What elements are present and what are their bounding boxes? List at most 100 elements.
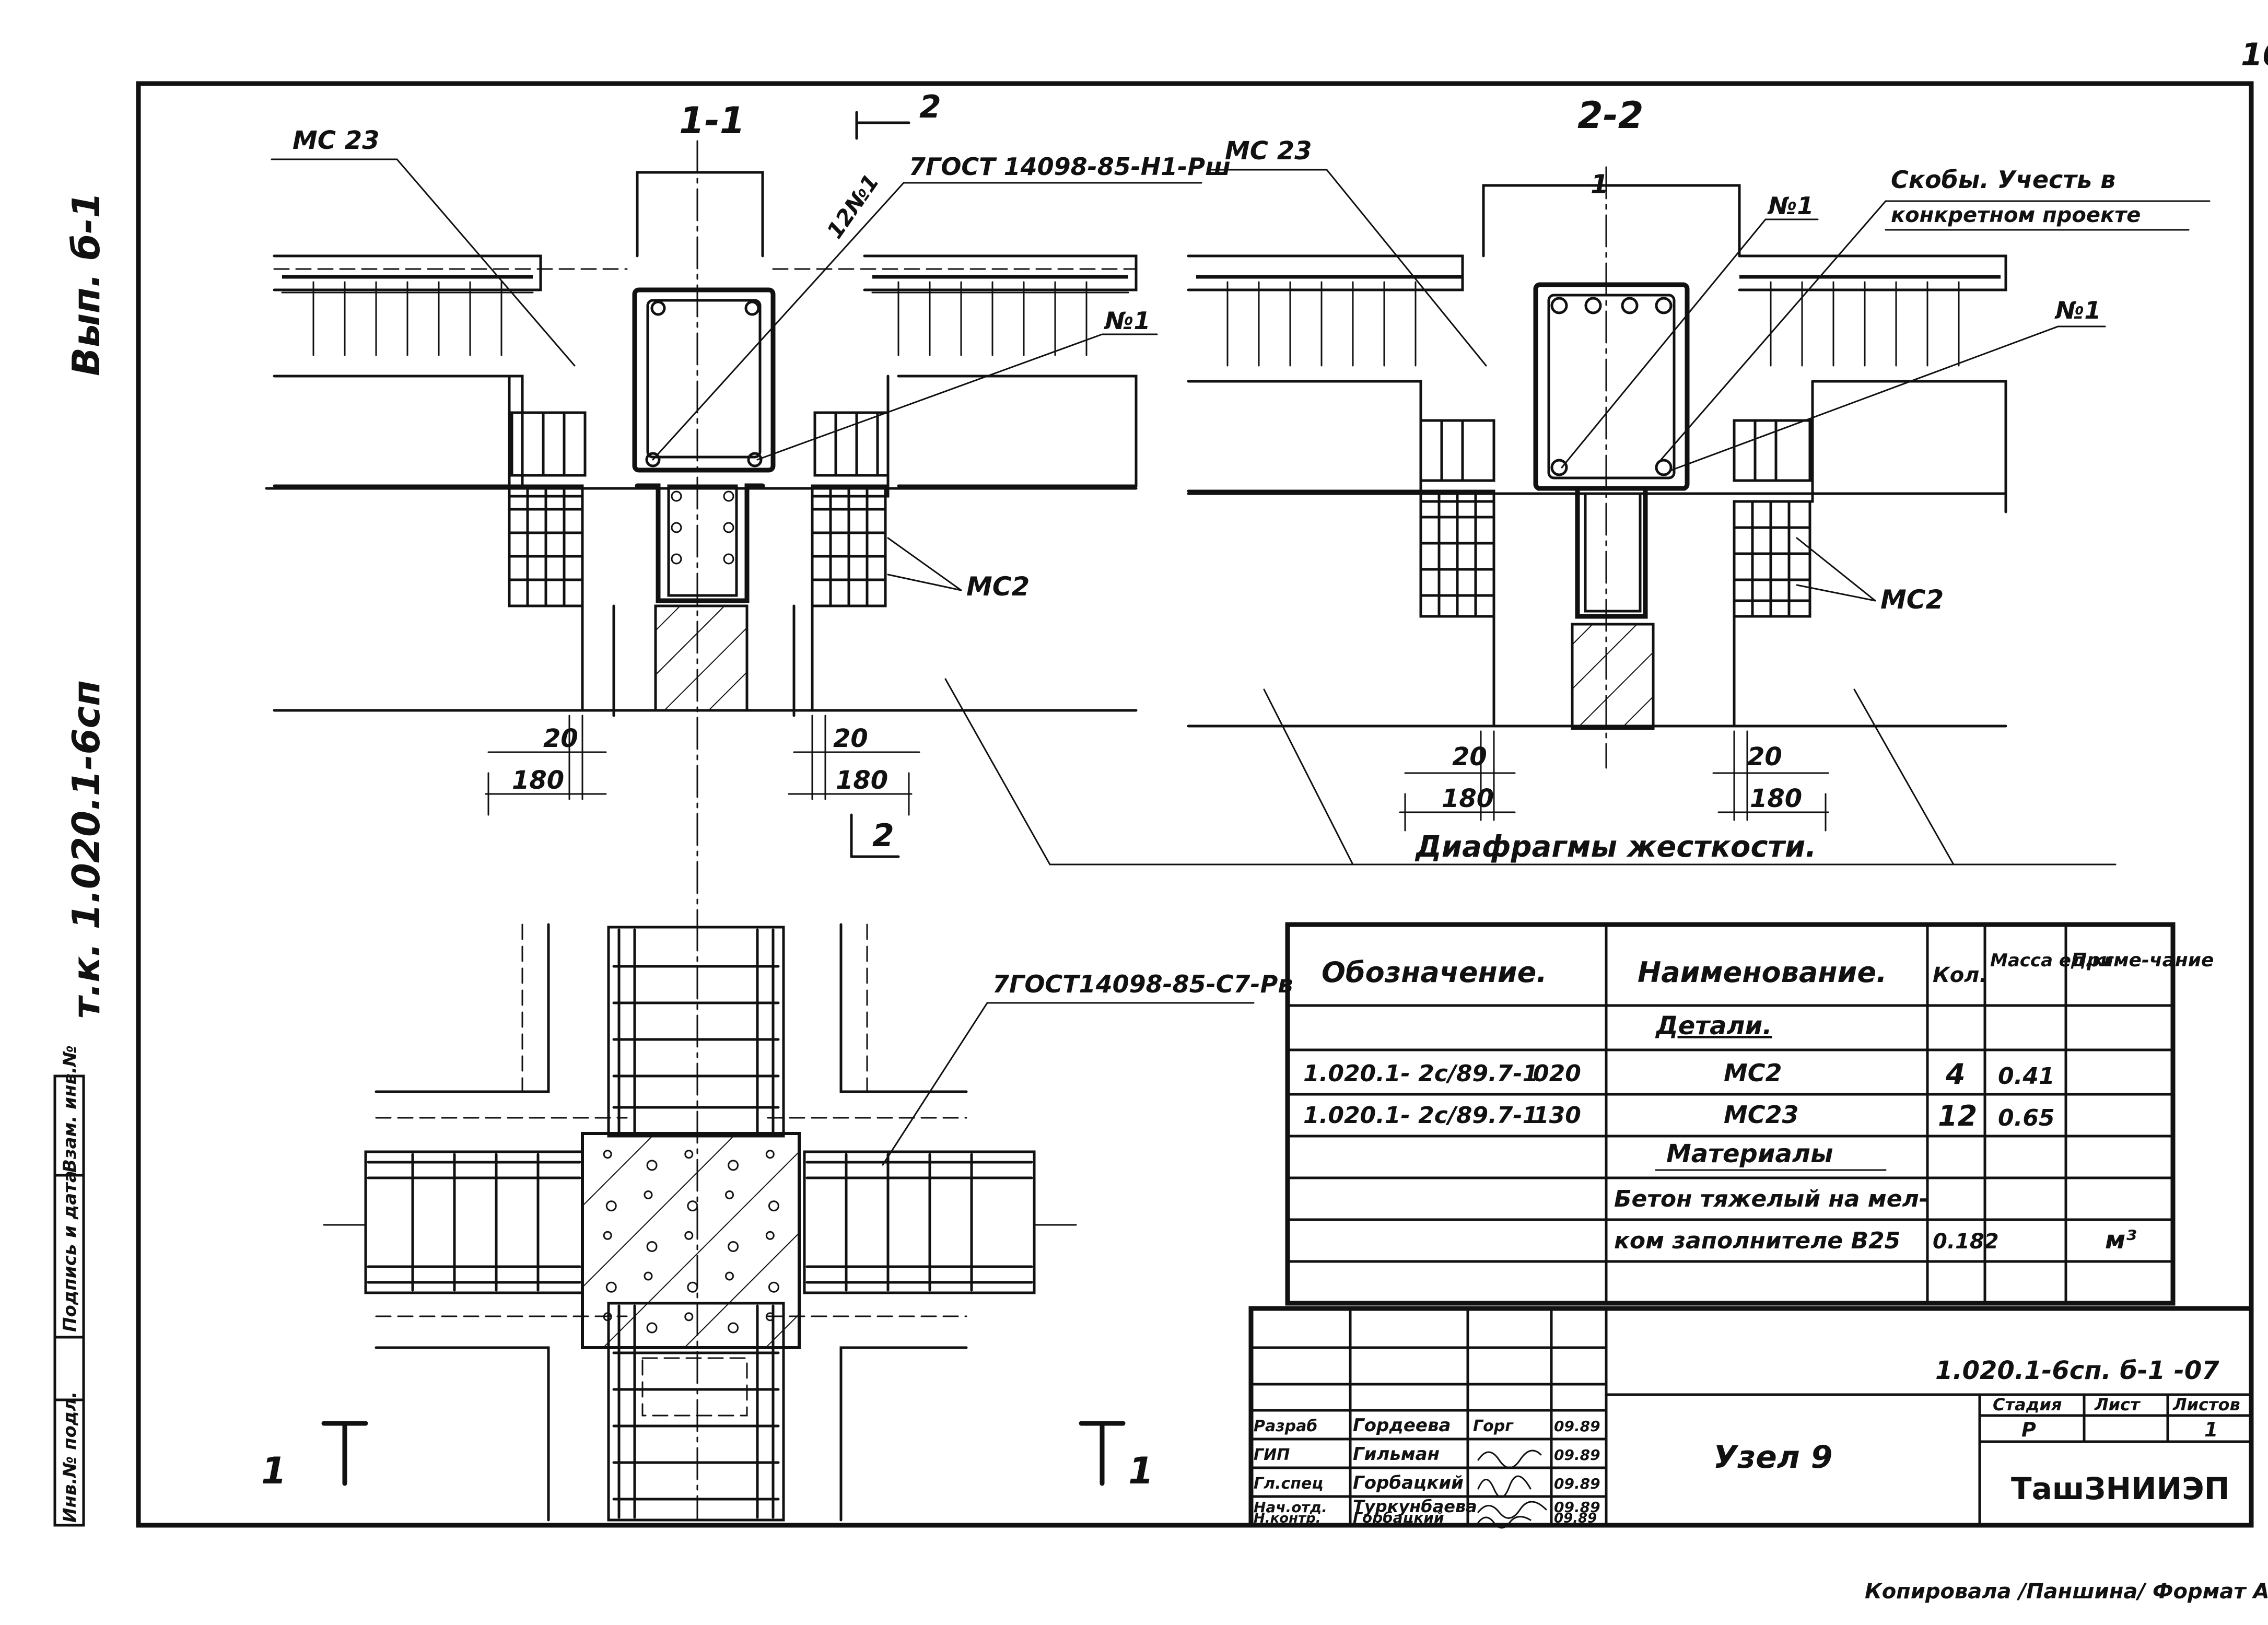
stamp-inv: Инв.№ подл. xyxy=(60,1392,80,1523)
person-4-date: 09.89 xyxy=(1554,1499,1600,1516)
person-1-sign: Горг xyxy=(1473,1417,1514,1435)
callout-mc23-1: МС 23 xyxy=(293,126,380,155)
dim-20-b: 20 xyxy=(833,724,868,753)
dim-180-c: 180 xyxy=(1442,784,1494,813)
person-5-date: 09.89 xyxy=(1554,1511,1597,1526)
callout-12n1: 12№1 xyxy=(822,169,884,243)
callout-gost-1: 7ГОСТ 14098-85-Н1-Рш xyxy=(909,153,1231,181)
stamp-sign: Подпись и дата xyxy=(60,1171,80,1332)
mesh-mc2-right-2 xyxy=(1733,419,1811,618)
person-2-role: ГИП xyxy=(1254,1446,1290,1464)
spec-material-1: Бетон тяжелый на мел- xyxy=(1614,1186,1928,1212)
cut-mark-2-bottom: 2 xyxy=(872,817,894,854)
beam-section-2 xyxy=(1533,282,1690,491)
spec-h-name: Наименование. xyxy=(1638,956,1887,989)
spec-material-unit: м³ xyxy=(2105,1225,2136,1255)
title-name: Узел 9 xyxy=(1713,1439,1832,1476)
spec-r2-name: МС23 xyxy=(1724,1101,1799,1129)
cut-mark-2-top: 2 xyxy=(919,89,941,125)
person-4-role: Нач.отд. xyxy=(1254,1499,1327,1516)
section-1-1: 1-1 2 xyxy=(265,89,1231,931)
dim-20-d: 20 xyxy=(1747,742,1782,771)
spec-material-2: ком заполнителе В25 xyxy=(1614,1227,1900,1254)
callout-n1-1: №1 xyxy=(1104,307,1150,335)
callout-mc2-1: МС2 xyxy=(966,571,1030,602)
spec-r2-pos: 130 xyxy=(1533,1102,1581,1129)
person-1-date: 09.89 xyxy=(1554,1418,1600,1435)
spec-r2-designation: 1.020.1- 2с/89.7-1 xyxy=(1303,1102,1538,1129)
signature-3 xyxy=(1477,1475,1532,1498)
issue-label: Вып. б-1 xyxy=(64,192,108,376)
person-2-date: 09.89 xyxy=(1554,1446,1600,1464)
spec-material-qty: 0.182 xyxy=(1933,1230,1999,1254)
person-1-name: Гордеева xyxy=(1353,1415,1451,1436)
spec-section-details: Детали. xyxy=(1655,1011,1772,1041)
spec-r2-qty: 12 xyxy=(1938,1100,1977,1132)
callout-n1-2a: №1 xyxy=(1767,192,1814,220)
person-5-role: Н.контр. xyxy=(1254,1511,1321,1526)
spec-r1-designation: 1.020.1- 2с/89.7-1 xyxy=(1303,1060,1538,1087)
person-3-name: Горбацкий xyxy=(1353,1472,1464,1493)
dim-20-a: 20 xyxy=(543,724,578,753)
spec-r1-mass: 0.41 xyxy=(1998,1063,2055,1090)
spec-h-mass: Масса ед.кг xyxy=(1990,950,2114,971)
title-stage: Р xyxy=(2021,1418,2036,1441)
signature-4 xyxy=(1477,1501,1547,1519)
side-labels: Вып. б-1 т.к. 1.020.1-6сп Инв.№ подл. По… xyxy=(53,192,108,1527)
callout-n1-2b: №1 xyxy=(2054,296,2101,324)
title-stage-label: Стадия xyxy=(1993,1395,2062,1414)
mesh-mc2-left-2 xyxy=(1419,419,1495,618)
callout-project: конкретном проекте xyxy=(1891,203,2141,227)
signature-2 xyxy=(1477,1449,1542,1469)
footer-text: Копировала /Паншина/ Формат А3 xyxy=(1865,1580,2268,1604)
mesh-mc2-right xyxy=(811,411,890,607)
section-2-2: 2-2 1 xyxy=(1187,94,2211,832)
person-3-role: Гл.спец xyxy=(1254,1475,1324,1493)
person-3-date: 09.89 xyxy=(1554,1475,1600,1492)
person-5-name: Горбацкий xyxy=(1353,1509,1444,1526)
signature-5 xyxy=(1477,1516,1532,1529)
dims-section-2: 20 180 20 180 xyxy=(1399,730,1829,832)
spec-table: Обозначение. Наименование. Кол. Масса ед… xyxy=(1285,922,2214,1306)
series-label: т.к. 1.020.1-6сп xyxy=(64,680,108,1019)
dim-180-a: 180 xyxy=(512,766,564,795)
stamp-replace: Взам. инв.№ xyxy=(60,1045,80,1173)
person-1-role: Разраб xyxy=(1254,1417,1317,1435)
cut-right: 1 xyxy=(1128,1449,1154,1492)
stamp-column xyxy=(53,1074,85,1527)
person-4-name: Туркунбаева xyxy=(1353,1497,1477,1516)
cut-left: 1 xyxy=(261,1449,287,1492)
spec-section-materials: Материалы xyxy=(1666,1139,1833,1168)
spec-r1-qty: 4 xyxy=(1945,1058,1966,1091)
title-sheets: 1 xyxy=(2204,1418,2218,1441)
diaphragm-label: Диафрагмы жесткости. xyxy=(1414,830,1817,864)
dims-section-1: 20 180 20 180 xyxy=(485,715,920,816)
mesh-mc2-left xyxy=(508,411,587,607)
spec-h-designation: Обозначение. xyxy=(1322,956,1547,989)
spec-r1-pos: 020 xyxy=(1533,1060,1581,1087)
callout-mc23-2: МС 23 xyxy=(1225,136,1312,166)
callout-gost-plan: 7ГОСТ14098-85-С7-Рв xyxy=(992,970,1293,998)
joint-fill-1 xyxy=(654,604,749,712)
page-number: 10 xyxy=(2241,37,2268,73)
dim-20-c: 20 xyxy=(1452,742,1487,771)
dim-180-d: 180 xyxy=(1750,784,1802,813)
person-2-name: Гильман xyxy=(1353,1444,1440,1465)
title-sheet-label: Лист xyxy=(2094,1395,2141,1414)
title-block: 1.020.1-6сп. б-1 -07 Узел 9 Стадия Лист … xyxy=(1248,1306,2254,1529)
beam-section-1 xyxy=(632,287,776,473)
callout-skoby: Скобы. Учесть в xyxy=(1891,166,2115,194)
title-sheets-label: Листов xyxy=(2172,1395,2240,1414)
spec-h-qty: Кол. xyxy=(1933,963,1988,987)
title-org: ТашЗНИИЭП xyxy=(2011,1471,2229,1506)
diaphragm-callout: Диафрагмы жесткости. xyxy=(944,678,2117,866)
spec-r2-mass: 0.65 xyxy=(1998,1105,2055,1131)
callout-mc2-2: МС2 xyxy=(1880,584,1944,615)
joint-fill-2 xyxy=(1571,623,1655,730)
sheet-frame xyxy=(136,81,2254,1528)
section-2-title: 2-2 xyxy=(1577,94,1643,137)
title-code: 1.020.1-6сп. б-1 -07 xyxy=(1935,1356,2219,1385)
spec-h-note: Приме-чание xyxy=(2071,950,2214,971)
plan-view: 7ГОСТ14098-85-С7-Рв 1 1 xyxy=(261,918,1293,1522)
